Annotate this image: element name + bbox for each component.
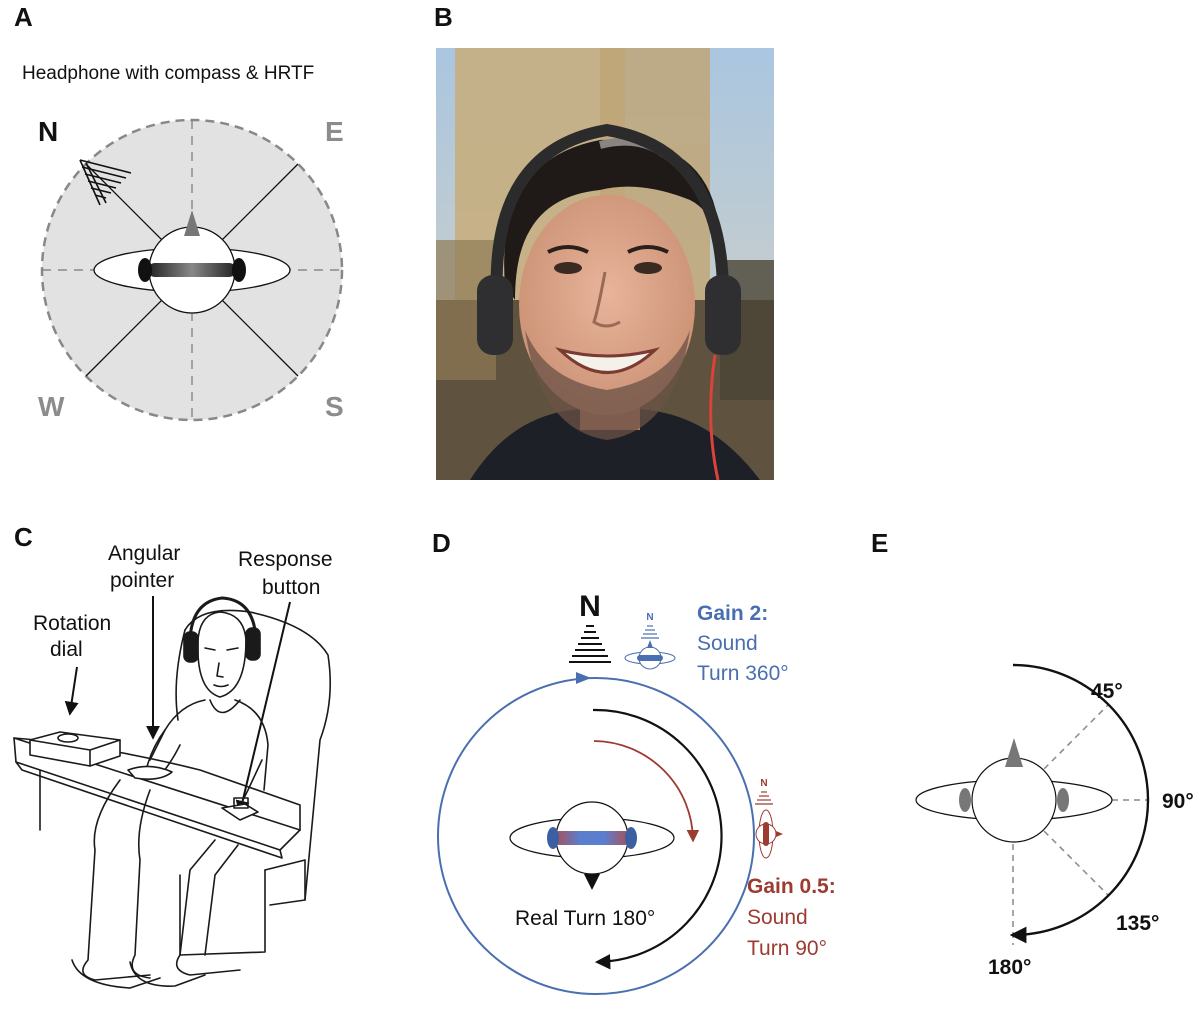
e-right-earcup-icon (1057, 788, 1069, 812)
angular-pointer-label-line1: Angular (108, 542, 180, 565)
angle-label-180: 180° (988, 956, 1031, 979)
headband-bar (148, 263, 236, 277)
angular-pointer-label-line2: pointer (110, 569, 174, 592)
gain05-red-arc-arrow (593, 740, 700, 843)
north-sound-source-icon (569, 625, 611, 663)
seated-participant-sketch (13, 596, 332, 989)
panel-a-title: Headphone with compass & HRTF (22, 63, 314, 84)
gain2-mini-north-label: N (646, 612, 653, 623)
panel-b-label: B (434, 2, 453, 32)
right-earcup-icon (232, 258, 246, 282)
d-nose-pointer-icon (584, 874, 600, 890)
gain2-mini-head-icon: N (624, 612, 676, 670)
response-button-arrow (235, 601, 291, 815)
gain2-blue-circle (437, 677, 755, 995)
response-button-label-line2: button (262, 576, 320, 599)
panel-a-label: A (14, 2, 33, 32)
angle-label-135: 135° (1116, 912, 1159, 935)
angle-label-45: 45° (1091, 680, 1123, 703)
rotation-dial-label-line1: Rotation (33, 612, 111, 635)
gain2-line1: Sound (697, 632, 758, 655)
panel-b: B (434, 2, 774, 480)
panel-d-north-label: N (579, 590, 601, 623)
photo-headphone-wearer (436, 48, 774, 480)
panel-d-label: D (432, 528, 451, 558)
gain2-title: Gain 2: (697, 602, 768, 625)
compass-north-label: N (38, 116, 58, 147)
sound-source-icon (79, 159, 132, 206)
gain2-line2: Turn 360° (697, 662, 789, 685)
compass-west-label: W (38, 391, 65, 422)
e-nose-pointer-icon (1005, 738, 1023, 767)
panel-c-label: C (14, 522, 33, 552)
e-left-earcup-icon (959, 788, 971, 812)
gain2-circle-arrowhead (576, 672, 591, 684)
panel-d: D N N (432, 528, 836, 995)
gain05-mini-head-icon: N (755, 778, 783, 859)
rotation-dial-arrow (64, 666, 79, 716)
compass-south-label: S (325, 391, 344, 422)
nose-pointer-icon (184, 210, 200, 236)
gain05-line2: Turn 90° (747, 937, 827, 960)
d-headband-bar (552, 831, 632, 845)
gain05-title: Gain 0.5: (747, 875, 836, 898)
panel-e-label: E (871, 528, 888, 558)
panel-c: C Rotation dial Angular pointer Response… (13, 522, 333, 989)
d-right-earcup-icon (625, 827, 637, 849)
e-head-circle (971, 757, 1057, 843)
panel-a: A Headphone with compass & HRTF N E W S (14, 2, 344, 422)
rotation-dial-label-line2: dial (50, 638, 83, 661)
real-turn-arc-arrow (592, 708, 723, 970)
gain05-mini-north-label: N (760, 778, 767, 789)
response-button-label-line1: Response (238, 548, 333, 571)
d-left-earcup-icon (547, 827, 559, 849)
gain05-line1: Sound (747, 906, 808, 929)
angle-label-90: 90° (1162, 790, 1194, 813)
compass-east-label: E (325, 116, 344, 147)
real-turn-label: Real Turn 180° (515, 907, 655, 930)
e-rotation-arc-arrow (1009, 663, 1150, 944)
left-earcup-icon (138, 258, 152, 282)
panel-e: E 45° 90° 135° 180° (871, 528, 1194, 979)
